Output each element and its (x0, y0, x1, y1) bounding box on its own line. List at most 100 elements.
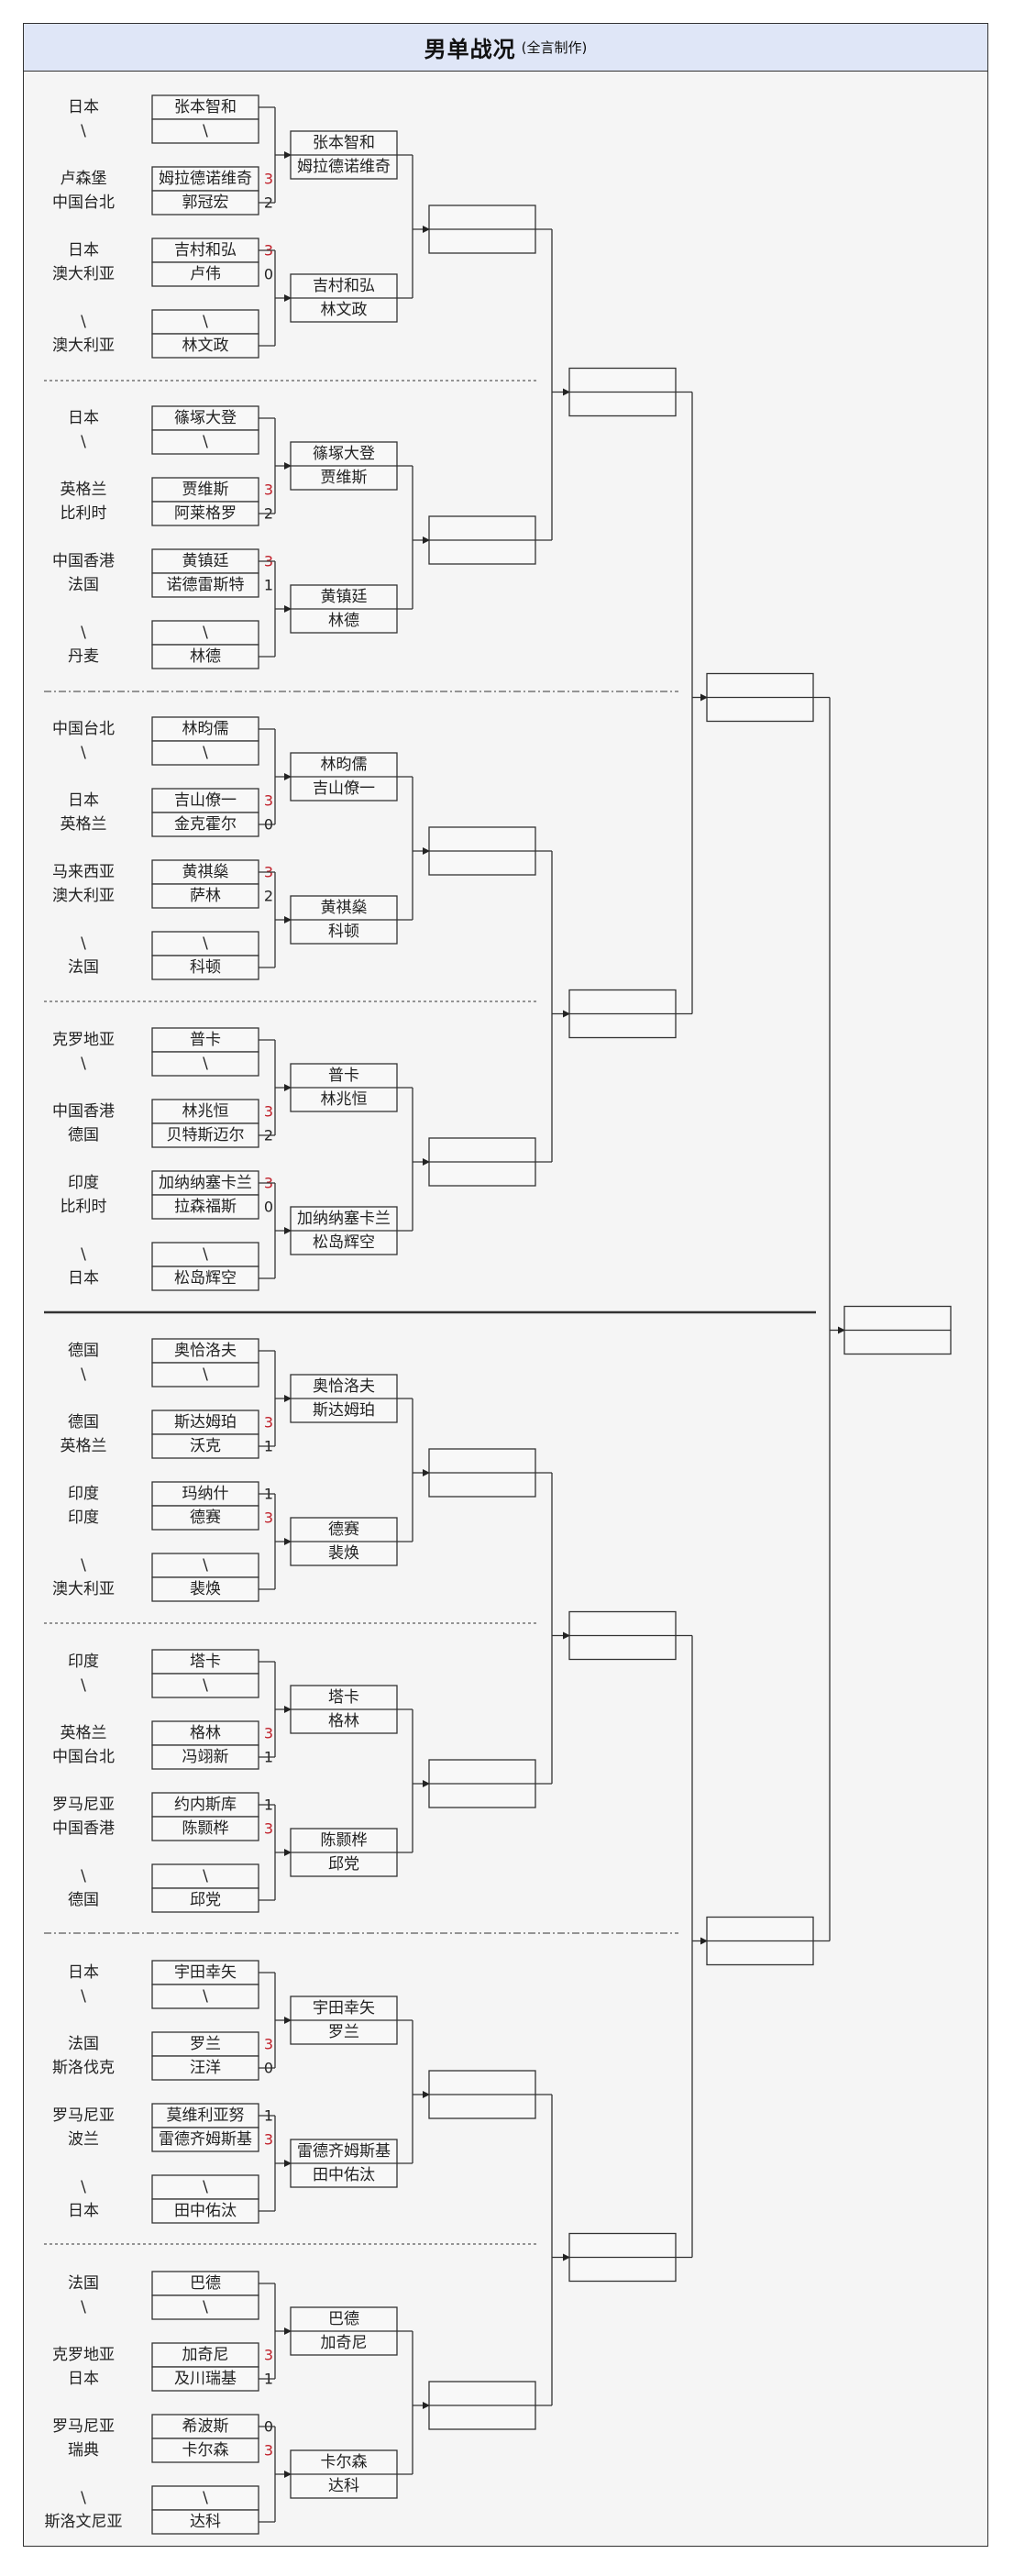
group3-match2-slot-top (151, 788, 259, 813)
group1-match2-player-bottom: 郭冠宏 (182, 193, 229, 212)
group6-match2-score-top: 3 (264, 1725, 273, 1742)
group2-match4-country-bottom: 丹麦 (68, 647, 99, 666)
group8-round2-2-player-bottom: 达科 (328, 2477, 359, 2495)
group6-match3-slot-bottom (151, 1816, 259, 1841)
group5-match1-country-bottom: \ (81, 1365, 86, 1384)
group8-round2-1-player-bottom: 加奇尼 (321, 2334, 368, 2352)
group7-match4-player-top: \ (203, 2178, 208, 2196)
group8-match4-country-bottom: 斯洛文尼亚 (45, 2513, 123, 2531)
group4-match4-country-top: \ (81, 1245, 86, 1264)
group8-match1-slot-bottom (151, 2294, 259, 2320)
group3-match4-slot-bottom (151, 955, 259, 980)
group2-match1-country-top: 日本 (68, 409, 99, 427)
group5-match1-slot-bottom (151, 1362, 259, 1388)
group4-match1-slot-top (151, 1027, 259, 1053)
group6-match1-player-bottom: \ (203, 1676, 208, 1695)
group3-round2-2-player-bottom: 科顿 (328, 923, 359, 941)
group3-match2-player-bottom: 金克霍尔 (174, 815, 237, 834)
group5-round2-2-player-top: 德赛 (328, 1520, 359, 1539)
page-subtitle: (全言制作) (521, 39, 588, 56)
group6-match1-country-top: 印度 (68, 1653, 99, 1671)
group6-match1-player-top: 塔卡 (190, 1653, 221, 1671)
group3-round2-1-player-top: 林昀儒 (321, 756, 368, 774)
group4-match3-player-top: 加纳纳塞卡兰 (159, 1174, 252, 1192)
group2-match2-slot-bottom (151, 501, 259, 526)
group5-match2-player-top: 斯达姆珀 (174, 1413, 237, 1432)
group2-round2-2-player-top: 黄镇廷 (321, 588, 368, 606)
group5-match2-score-top: 3 (264, 1414, 273, 1432)
group2-match4-slot-top (151, 620, 259, 646)
group2-match3-player-top: 黄镇廷 (182, 552, 229, 570)
group3-match2-score-top: 3 (264, 792, 273, 810)
group8-match1-player-bottom: \ (203, 2298, 208, 2316)
group3-match4-player-bottom: 科顿 (190, 958, 221, 977)
page-title: 男单战况 (424, 37, 516, 62)
group2-match1-country-bottom: \ (81, 433, 86, 451)
title-bar: 男单战况 (全言制作) (23, 23, 988, 72)
group7-match2-player-top: 罗兰 (190, 2035, 221, 2053)
group4-match3-player-bottom: 拉森福斯 (174, 1198, 237, 1216)
group8-match3-slot-bottom (151, 2438, 259, 2463)
group1-match3-slot-top (151, 238, 259, 263)
group2-match4-country-top: \ (81, 624, 86, 642)
group7-match3-slot-bottom (151, 2127, 259, 2152)
group4-match3-country-bottom: 比利时 (61, 1198, 107, 1216)
group3-match1-country-top: 中国台北 (52, 720, 115, 738)
group4-match1-slot-bottom (151, 1051, 259, 1077)
group2-match1-player-bottom: \ (203, 433, 208, 451)
group5-match3-country-bottom: 印度 (68, 1509, 99, 1527)
group1-round2-1-player-bottom: 姆拉德诺维奇 (297, 158, 391, 176)
group3-match3-player-bottom: 萨林 (190, 887, 221, 905)
group2-match1-slot-bottom (151, 429, 259, 455)
group4-match2-score-top: 3 (264, 1103, 273, 1121)
group5-match4-player-top: \ (203, 1556, 208, 1575)
group8-match2-slot-bottom (151, 2366, 259, 2392)
group2-match4-player-bottom: 林德 (190, 647, 221, 666)
group3-match3-score-bottom: 2 (264, 888, 273, 905)
group1-match4-slot-top (151, 309, 259, 335)
group1-match2-country-bottom: 中国台北 (52, 193, 115, 212)
group1-match3-player-top: 吉村和弘 (174, 241, 237, 260)
group6-match4-country-bottom: 德国 (68, 1891, 99, 1909)
group5-match1-player-top: 奥恰洛夫 (174, 1342, 237, 1360)
group1-match1-player-top: 张本智和 (174, 98, 237, 116)
group2-match3-slot-top (151, 548, 259, 574)
group2-match2-country-top: 英格兰 (61, 481, 107, 499)
group6-match2-country-bottom: 中国台北 (52, 1748, 115, 1766)
group3-match1-player-bottom: \ (203, 744, 208, 762)
group4-round2-2-player-bottom: 松岛辉空 (313, 1233, 375, 1252)
group1-match2-country-top: 卢森堡 (61, 170, 107, 188)
group3-match3-slot-bottom (151, 883, 259, 909)
group8-match4-player-top: \ (203, 2489, 208, 2507)
group7-match2-country-top: 法国 (68, 2035, 99, 2053)
group4-match4-slot-bottom (151, 1266, 259, 1291)
group5-match4-country-bottom: 澳大利亚 (52, 1580, 115, 1598)
group1-match4-player-bottom: 林文政 (182, 337, 229, 355)
group7-round2-2-player-top: 雷德齐姆斯基 (297, 2142, 391, 2161)
group7-match4-slot-top (151, 2174, 259, 2200)
group7-match2-player-bottom: 汪洋 (190, 2059, 221, 2077)
group2-match3-country-top: 中国香港 (52, 552, 115, 570)
group7-match2-slot-bottom (151, 2055, 259, 2081)
group2-match2-player-bottom: 阿莱格罗 (174, 504, 237, 523)
group5-match3-player-top: 玛纳什 (182, 1485, 229, 1503)
group1-match1-player-bottom: \ (203, 122, 208, 140)
group4-match1-player-bottom: \ (203, 1055, 208, 1073)
group8-match4-country-top: \ (81, 2489, 86, 2507)
group1-match4-player-top: \ (203, 313, 208, 331)
group6-match2-country-top: 英格兰 (61, 1724, 107, 1742)
group8-match4-player-bottom: 达科 (190, 2513, 221, 2531)
group1-match3-slot-bottom (151, 261, 259, 287)
group7-round2-2-player-bottom: 田中佑汰 (313, 2166, 375, 2184)
group8-match4-slot-bottom (151, 2509, 259, 2535)
group4-match1-player-top: 普卡 (190, 1031, 221, 1049)
group4-match4-player-top: \ (203, 1245, 208, 1264)
group5-match3-player-bottom: 德赛 (190, 1508, 221, 1527)
group5-match1-slot-top (151, 1338, 259, 1364)
group6-match2-player-bottom: 冯翊新 (182, 1748, 229, 1766)
group4-match2-player-top: 林兆恒 (182, 1102, 229, 1121)
group6-match1-country-bottom: \ (81, 1676, 86, 1695)
group8-match3-player-top: 希波斯 (182, 2417, 229, 2436)
group6-round2-2-player-top: 陈颢桦 (321, 1831, 368, 1850)
group7-match4-country-bottom: 日本 (68, 2202, 99, 2220)
